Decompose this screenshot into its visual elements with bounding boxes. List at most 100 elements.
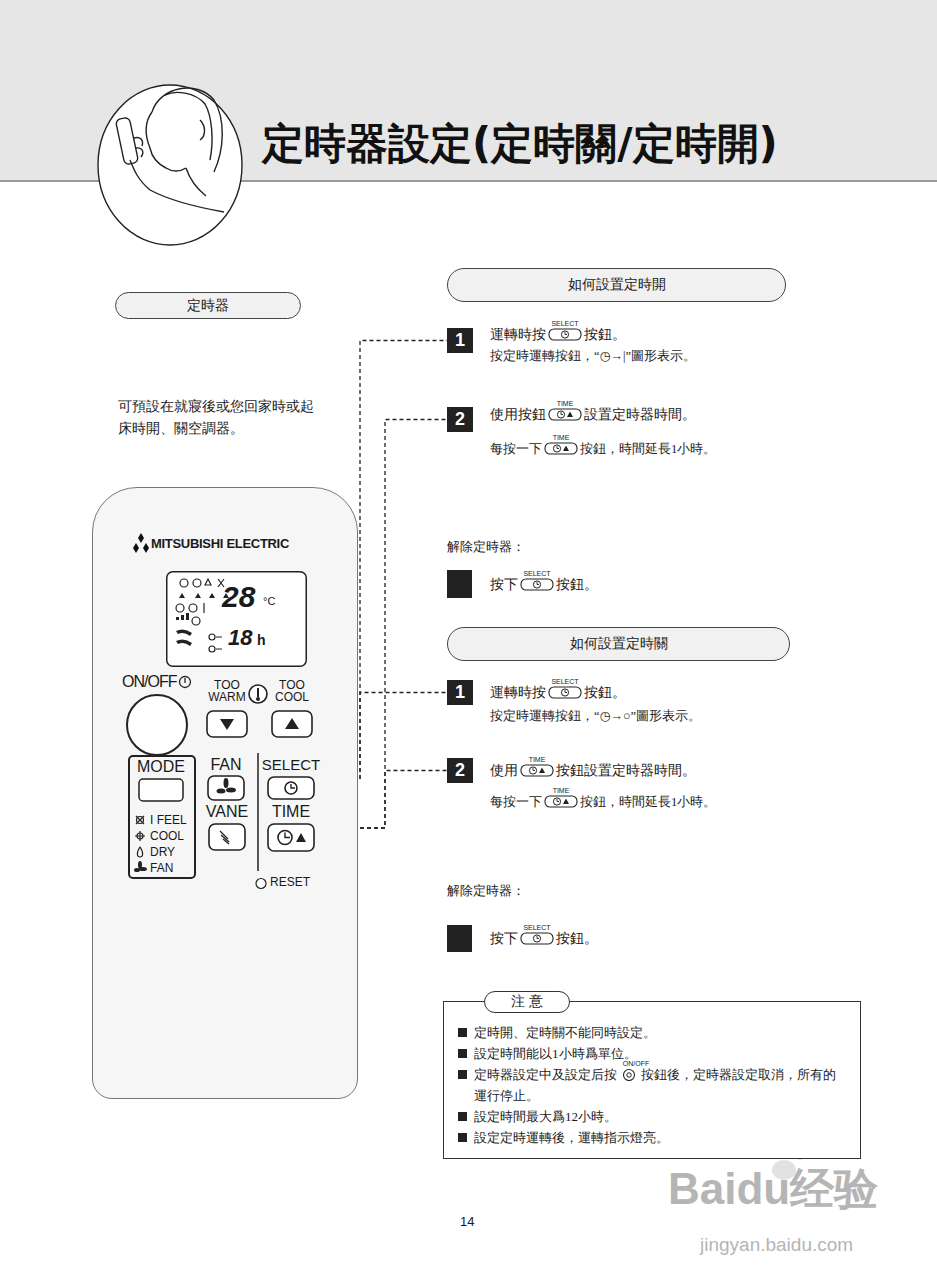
- display-reading: h: [257, 632, 266, 648]
- node-label: 如何設置定時開: [568, 276, 666, 294]
- text-line: 運轉時按SELECT按鈕。: [490, 684, 626, 702]
- button-name: TIME: [516, 756, 558, 763]
- remote-button: TOO COOL: [266, 679, 322, 741]
- bullet: [458, 1049, 467, 1058]
- note-text: 設定定時運轉後，運轉指示燈亮。: [474, 1130, 669, 1145]
- button-name: SELECT: [544, 320, 586, 327]
- instruction-text: 按下: [490, 577, 518, 592]
- node-label: 如何設置定時關: [570, 635, 668, 653]
- text-line: 按定時運轉按鈕，“◷→○”圖形表示。: [490, 708, 701, 725]
- node-label: RESET: [270, 875, 310, 889]
- note-text: 設定時間最大爲12小時。: [474, 1109, 617, 1124]
- button-symbol: [544, 795, 578, 808]
- button-symbol: [548, 328, 582, 341]
- button-symbol: [520, 932, 554, 945]
- step-number: 2: [447, 758, 473, 783]
- section-pill: 定時器: [115, 292, 301, 319]
- step-number: 1: [447, 328, 473, 353]
- note-text: 定時開、定時關不能同時設定。: [474, 1025, 656, 1040]
- remote-button: ON/OFF: [120, 673, 194, 757]
- text-line: 解除定時器：: [447, 882, 525, 900]
- remote-button: MODEI FEELCOOLDRYFAN: [128, 755, 196, 879]
- note-item: 設定定時運轉後，運轉指示燈亮。: [458, 1127, 848, 1148]
- text-line: 每按一下TIME按鈕，時間延長1小時。: [490, 441, 716, 458]
- remote-body: MITSUBISHI ELECTRIC28°C18hON/OFFTOO WARM…: [92, 487, 358, 1099]
- node-label: TOO COOL: [266, 679, 318, 703]
- instruction-text: 解除定時器：: [447, 883, 525, 898]
- instruction-text: 按鈕。: [584, 685, 626, 700]
- text-line: 使用TIME按鈕設置定時器時間。: [490, 762, 696, 780]
- text-line: 每按一下TIME按鈕，時間延長1小時。: [490, 794, 716, 811]
- remote-button: SELECT: [261, 756, 325, 802]
- note-item: 設定時間能以1小時爲單位。: [458, 1043, 848, 1064]
- node-label: TOO WARM: [201, 679, 253, 703]
- node-label: I FEEL: [150, 813, 187, 827]
- instruction-text: 設置定時器時間。: [584, 407, 696, 422]
- text-line: 按下SELECT按鈕。: [490, 930, 598, 948]
- button-name: TIME: [544, 400, 586, 407]
- button-name: SELECT: [516, 570, 558, 577]
- step-square: [447, 925, 472, 952]
- bullet: [458, 1133, 467, 1142]
- text-line: jingyan.baidu.com: [700, 1234, 853, 1256]
- text-line: 運轉時按SELECT按鈕。: [490, 326, 626, 344]
- instruction-text: 按鈕，時間延長1小時。: [580, 442, 716, 456]
- button-icon: SELECT: [520, 578, 554, 591]
- button-icon: TIME: [544, 795, 578, 808]
- text-line: 14: [460, 1214, 474, 1229]
- note-heading: 注 意: [484, 991, 570, 1013]
- instruction-text: 每按一下: [490, 795, 542, 809]
- node-label: MODE: [130, 758, 192, 776]
- node-label: 1: [455, 682, 465, 703]
- text-line: 按下SELECT按鈕。: [490, 576, 598, 594]
- node-label: FAN: [150, 861, 173, 875]
- node-label: 1: [455, 330, 465, 351]
- instruction-text: 按鈕，時間延長1小時。: [580, 795, 716, 809]
- instruction-text: 每按一下: [490, 442, 542, 456]
- button-name: SELECT: [516, 924, 558, 931]
- instruction-text: 運轉時按: [490, 685, 546, 700]
- bullet: [458, 1070, 467, 1079]
- display-reading: °C: [263, 595, 275, 607]
- button-symbol: [548, 686, 582, 699]
- display-reading: 28: [222, 581, 255, 613]
- node-label: 2: [455, 409, 465, 430]
- bullet: [458, 1112, 467, 1121]
- note-text: 設定時間能以1小時爲單位。: [474, 1046, 637, 1061]
- node-label: SELECT: [261, 756, 321, 773]
- button-symbol: [548, 408, 582, 421]
- remote-button: FAN: [199, 756, 257, 802]
- step-square: [447, 570, 472, 598]
- note-text: 定時器設定中及設定后按: [474, 1067, 617, 1082]
- page-number: 14: [460, 1214, 474, 1229]
- button-icon: TIME: [544, 442, 578, 455]
- text-line: 可預設在就寢後或您回家時或起床時開、關空調器。: [118, 396, 318, 440]
- button-symbol: [544, 442, 578, 455]
- instruction-text: 按鈕設置定時器時間。: [556, 763, 696, 778]
- text-line: 解除定時器：: [447, 538, 525, 556]
- section-pill: 如何設置定時開: [447, 268, 786, 302]
- node-label: VANE: [198, 803, 256, 821]
- button-symbol: [520, 578, 554, 591]
- button-name: ON/OFF: [615, 1060, 657, 1067]
- note-item: 設定時間最大爲12小時。: [458, 1106, 848, 1127]
- instruction-text: 按鈕。: [556, 931, 598, 946]
- button-icon: SELECT: [548, 328, 582, 341]
- instruction-text: 可預設在就寢後或您回家時或起床時開、關空調器。: [118, 399, 314, 436]
- node-label: TIME: [261, 803, 321, 821]
- note-box: 注 意定時開、定時關不能同時設定。設定時間能以1小時爲單位。定時器設定中及設定后…: [443, 1001, 861, 1159]
- section-pill: 如何設置定時關: [447, 627, 790, 661]
- instruction-text: 運轉時按: [490, 327, 546, 342]
- node-label: DRY: [150, 845, 175, 859]
- remote-button: TIME: [261, 803, 325, 853]
- remote-button: TOO WARM: [201, 679, 257, 741]
- text-line: 按定時運轉按鈕，“◷→|”圖形表示。: [490, 348, 696, 365]
- instruction-text: 按鈕。: [556, 577, 598, 592]
- button-icon: TIME: [548, 408, 582, 421]
- remote-button: RESET: [255, 874, 321, 893]
- text-line: Baidu经验: [668, 1160, 878, 1219]
- onoff-button-icon: ON/OFF: [619, 1068, 639, 1081]
- display-reading: 18: [228, 626, 252, 650]
- bullet: [458, 1028, 467, 1037]
